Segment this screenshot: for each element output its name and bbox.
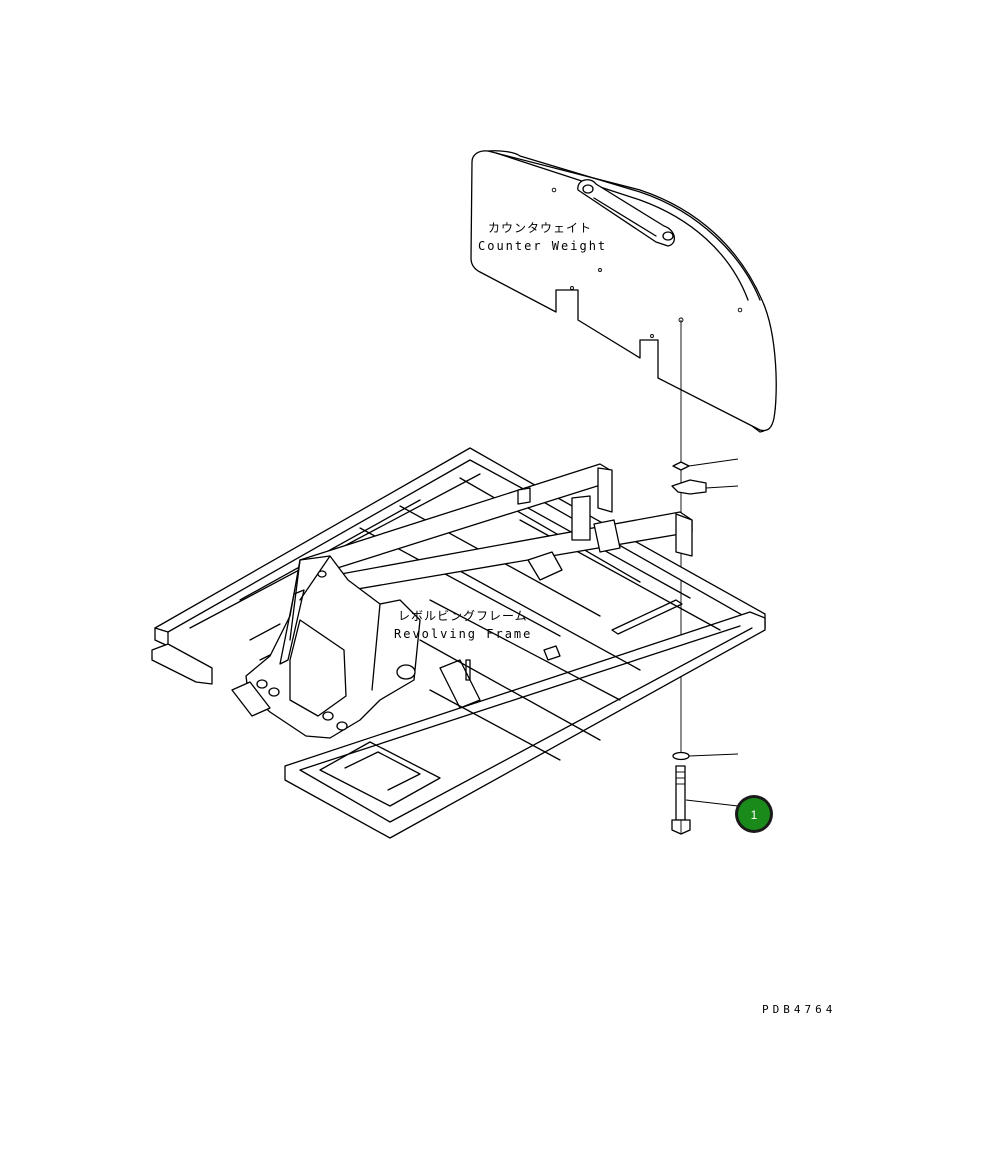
counter-weight-jp-label: カウンタウェイト [488, 221, 592, 235]
drawing-code: PDB4764 [762, 1003, 836, 1016]
bolt-assembly [671, 317, 739, 835]
revolving-frame-jp-label: レボルビングフレーム [398, 609, 528, 623]
bolt [671, 765, 691, 835]
callout-number: 1 [751, 808, 758, 822]
counter-weight-en-label: Counter Weight [478, 239, 607, 253]
callout-1[interactable]: 1 [735, 795, 773, 833]
callout-badge [738, 798, 770, 830]
lifting-lug [577, 179, 675, 247]
revolving-frame-en-label: Revolving Frame [394, 627, 532, 641]
boom-bracket [231, 555, 481, 739]
counter-weight: カウンタウェイト Counter Weight [470, 150, 777, 433]
revolving-frame: レボルビングフレーム Revolving Frame [151, 447, 766, 839]
